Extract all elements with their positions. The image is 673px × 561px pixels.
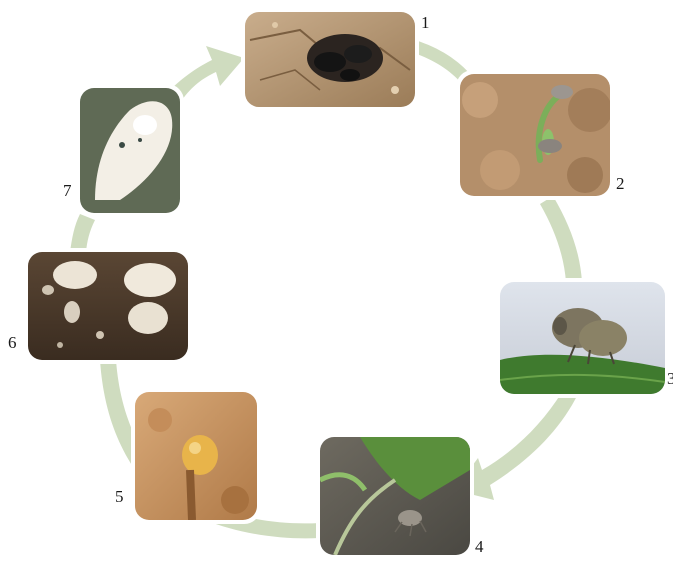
stage-3-photo	[496, 278, 669, 398]
arrow-6-to-7	[70, 214, 95, 252]
stage-4-photo	[316, 433, 474, 559]
stage-label-1: 1	[421, 13, 430, 32]
stage-label-7: 7	[63, 181, 72, 200]
stage-label-3: 3	[667, 369, 673, 388]
stage-2-photo	[456, 70, 614, 200]
stage-5-photo	[131, 388, 261, 524]
stage-label-5: 5	[115, 487, 124, 506]
arrow-2-to-3	[540, 196, 582, 282]
stage-1-photo	[241, 8, 419, 111]
stage-label-4: 4	[475, 537, 484, 556]
stage-7-photo	[76, 84, 184, 217]
stage-6-photo	[24, 248, 192, 364]
stage-label-2: 2	[616, 174, 625, 193]
stage-label-6: 6	[8, 333, 17, 352]
